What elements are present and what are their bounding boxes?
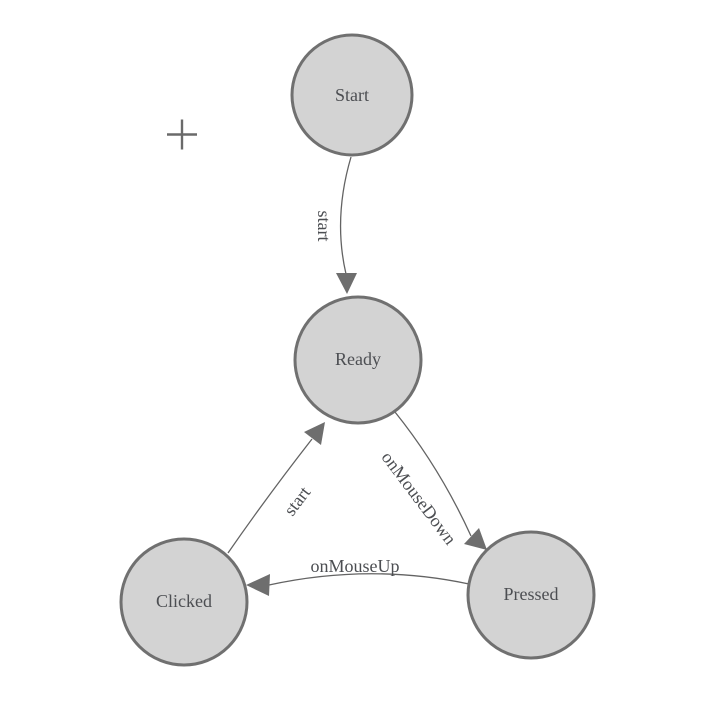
state-node-clicked[interactable]: Clicked — [119, 537, 249, 667]
edge-label-onmousedown: onMouseDown — [378, 448, 461, 549]
node-circle[interactable] — [290, 33, 414, 157]
node-label-clicked: Clicked — [156, 591, 212, 611]
edge-start-to-ready[interactable]: start — [314, 156, 357, 294]
plus-cursor-icon — [167, 119, 197, 150]
node-circle[interactable] — [119, 537, 249, 667]
node-label-start: Start — [335, 85, 369, 105]
edge-clicked-to-ready[interactable]: start — [227, 422, 325, 554]
node-label-ready: Ready — [335, 349, 381, 369]
arrowhead-left-icon — [246, 574, 270, 596]
edge-line[interactable] — [339, 156, 352, 275]
node-label-pressed: Pressed — [504, 584, 559, 604]
arrowhead-up-right-icon — [304, 422, 325, 445]
state-node-pressed[interactable]: Pressed — [466, 530, 596, 660]
node-circle[interactable] — [466, 530, 596, 660]
edge-pressed-to-clicked[interactable]: onMouseUp — [246, 556, 470, 596]
edge-line[interactable] — [394, 411, 472, 537]
arrowhead-down-right-icon — [464, 528, 487, 550]
edge-label-start: start — [314, 211, 334, 242]
edge-line[interactable] — [268, 573, 470, 586]
state-node-start[interactable]: Start — [290, 33, 414, 157]
arrowhead-down-icon — [336, 273, 357, 294]
edge-line[interactable] — [227, 438, 313, 554]
edge-label-onmouseup: onMouseUp — [311, 556, 400, 576]
node-circle[interactable] — [293, 295, 423, 425]
state-node-ready[interactable]: Ready — [293, 295, 423, 425]
edge-ready-to-pressed[interactable]: onMouseDown — [378, 411, 487, 550]
edge-label-start-2: start — [280, 483, 315, 520]
